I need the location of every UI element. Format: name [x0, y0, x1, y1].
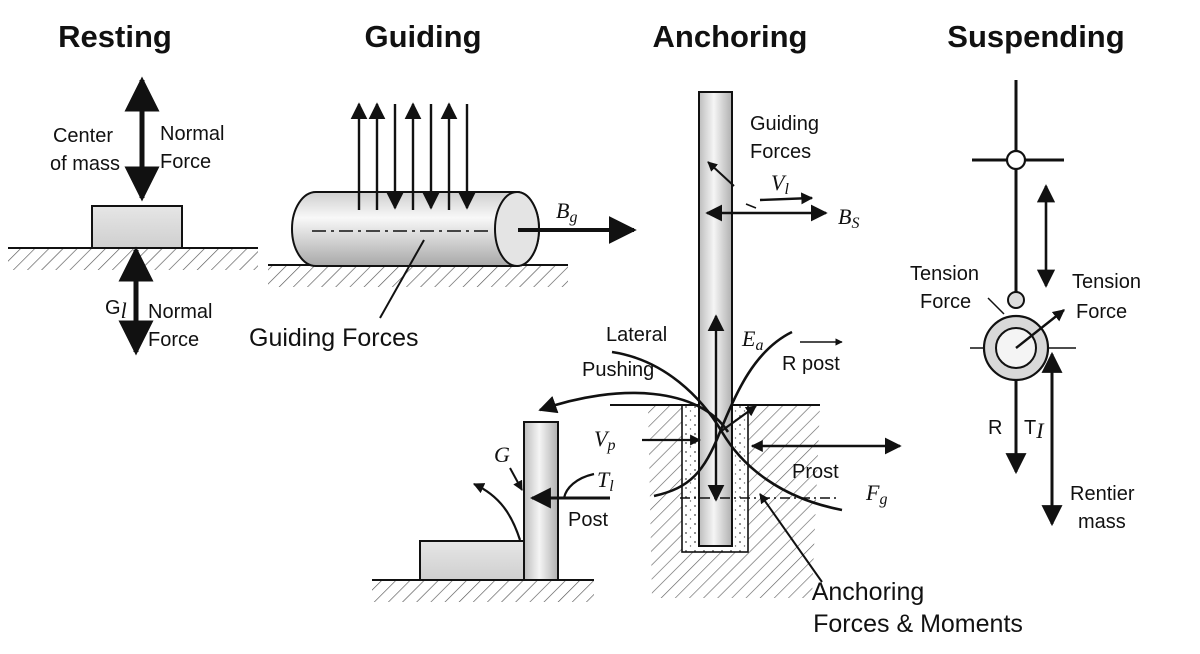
fg-label: Fg	[865, 480, 887, 508]
lateral-label: Lateral	[606, 324, 667, 346]
post-ground-hatch	[372, 580, 594, 602]
g-arrow	[509, 467, 523, 491]
normal-force-bottom-label-1: Normal	[148, 301, 212, 323]
prost-label: Prost	[792, 461, 839, 483]
anchoring-diag-arrow	[719, 405, 757, 433]
guiding-force-arrows	[350, 102, 476, 210]
post-label: Post	[568, 509, 608, 531]
suspending-pivot	[1005, 149, 1027, 171]
rentier-label-1: Rentier	[1070, 483, 1135, 505]
tension-left-label-1: Tension	[910, 263, 979, 285]
bg-label: Bg	[556, 198, 577, 226]
tension-right-label-1: Tension	[1072, 271, 1141, 293]
r-post-label: R post	[782, 353, 840, 375]
post-block	[419, 540, 527, 581]
anchoring-guiding-forces-label-1: Guiding	[750, 113, 819, 135]
anchoring-curve-lateral	[611, 350, 843, 512]
header-anchoring: Anchoring	[653, 19, 808, 54]
rentier-label-2: mass	[1078, 511, 1126, 533]
vl-tick	[745, 203, 757, 209]
r-label: R	[988, 417, 1002, 439]
resting-ground-hatch	[8, 248, 258, 270]
tension-diag-arrow	[1015, 309, 1065, 349]
guiding-forces-label: Guiding Forces	[249, 324, 419, 352]
g-curve-arrow	[473, 483, 522, 541]
anchoring-forces-label-2: Forces & Moments	[813, 610, 1023, 638]
header-suspending: Suspending	[947, 19, 1124, 54]
vp-label: Vp	[594, 426, 615, 454]
anchoring-moments-leader	[759, 493, 823, 583]
tl-label: Tl	[597, 467, 614, 495]
header-guiding: Guiding	[364, 19, 481, 54]
center-of-mass-label-1: Center	[53, 125, 113, 147]
small-post	[523, 421, 559, 581]
normal-force-bottom-label-2: Force	[148, 329, 199, 351]
anchoring-guiding-leader	[707, 161, 735, 187]
guiding-forces-leader	[379, 239, 425, 319]
tension-right-label-2: Force	[1076, 301, 1127, 323]
resting-block	[91, 205, 183, 249]
center-of-mass-label-2: of mass	[50, 153, 120, 175]
anchoring-forces-label-1: Anchoring	[812, 578, 925, 606]
gl-label: Gl	[105, 297, 127, 323]
post-g-label: G	[494, 442, 510, 467]
resting-panel: Center of mass Normal Force Gl Normal Fo…	[8, 76, 258, 356]
tension-left-leader	[987, 297, 1005, 315]
tl-curve	[562, 472, 595, 499]
suspending-panel: Tension Force Tension Force R TI Rentier…	[910, 80, 1141, 533]
suspending-hook	[1007, 291, 1025, 309]
normal-force-top-label-1: Normal	[160, 123, 224, 145]
ea-label: Ea	[741, 326, 763, 354]
guiding-panel: Bg Guiding Forces	[249, 102, 637, 352]
header-resting: Resting	[58, 19, 172, 54]
pushing-curve-arrow	[538, 391, 730, 433]
normal-force-top-label-2: Force	[160, 151, 211, 173]
vl-label: Vl	[771, 170, 789, 198]
anchoring-guiding-forces-label-2: Forces	[750, 141, 811, 163]
t-label: TI	[1024, 417, 1045, 443]
pushing-label: Pushing	[582, 359, 654, 381]
vl-arrow	[759, 192, 814, 205]
guiding-ground-hatch	[268, 265, 568, 287]
tension-left-label-2: Force	[920, 291, 971, 313]
anchoring-panel: Guiding Forces Vl BS Lateral Pushing Ea …	[372, 91, 1023, 638]
bs-label: BS	[838, 204, 859, 232]
